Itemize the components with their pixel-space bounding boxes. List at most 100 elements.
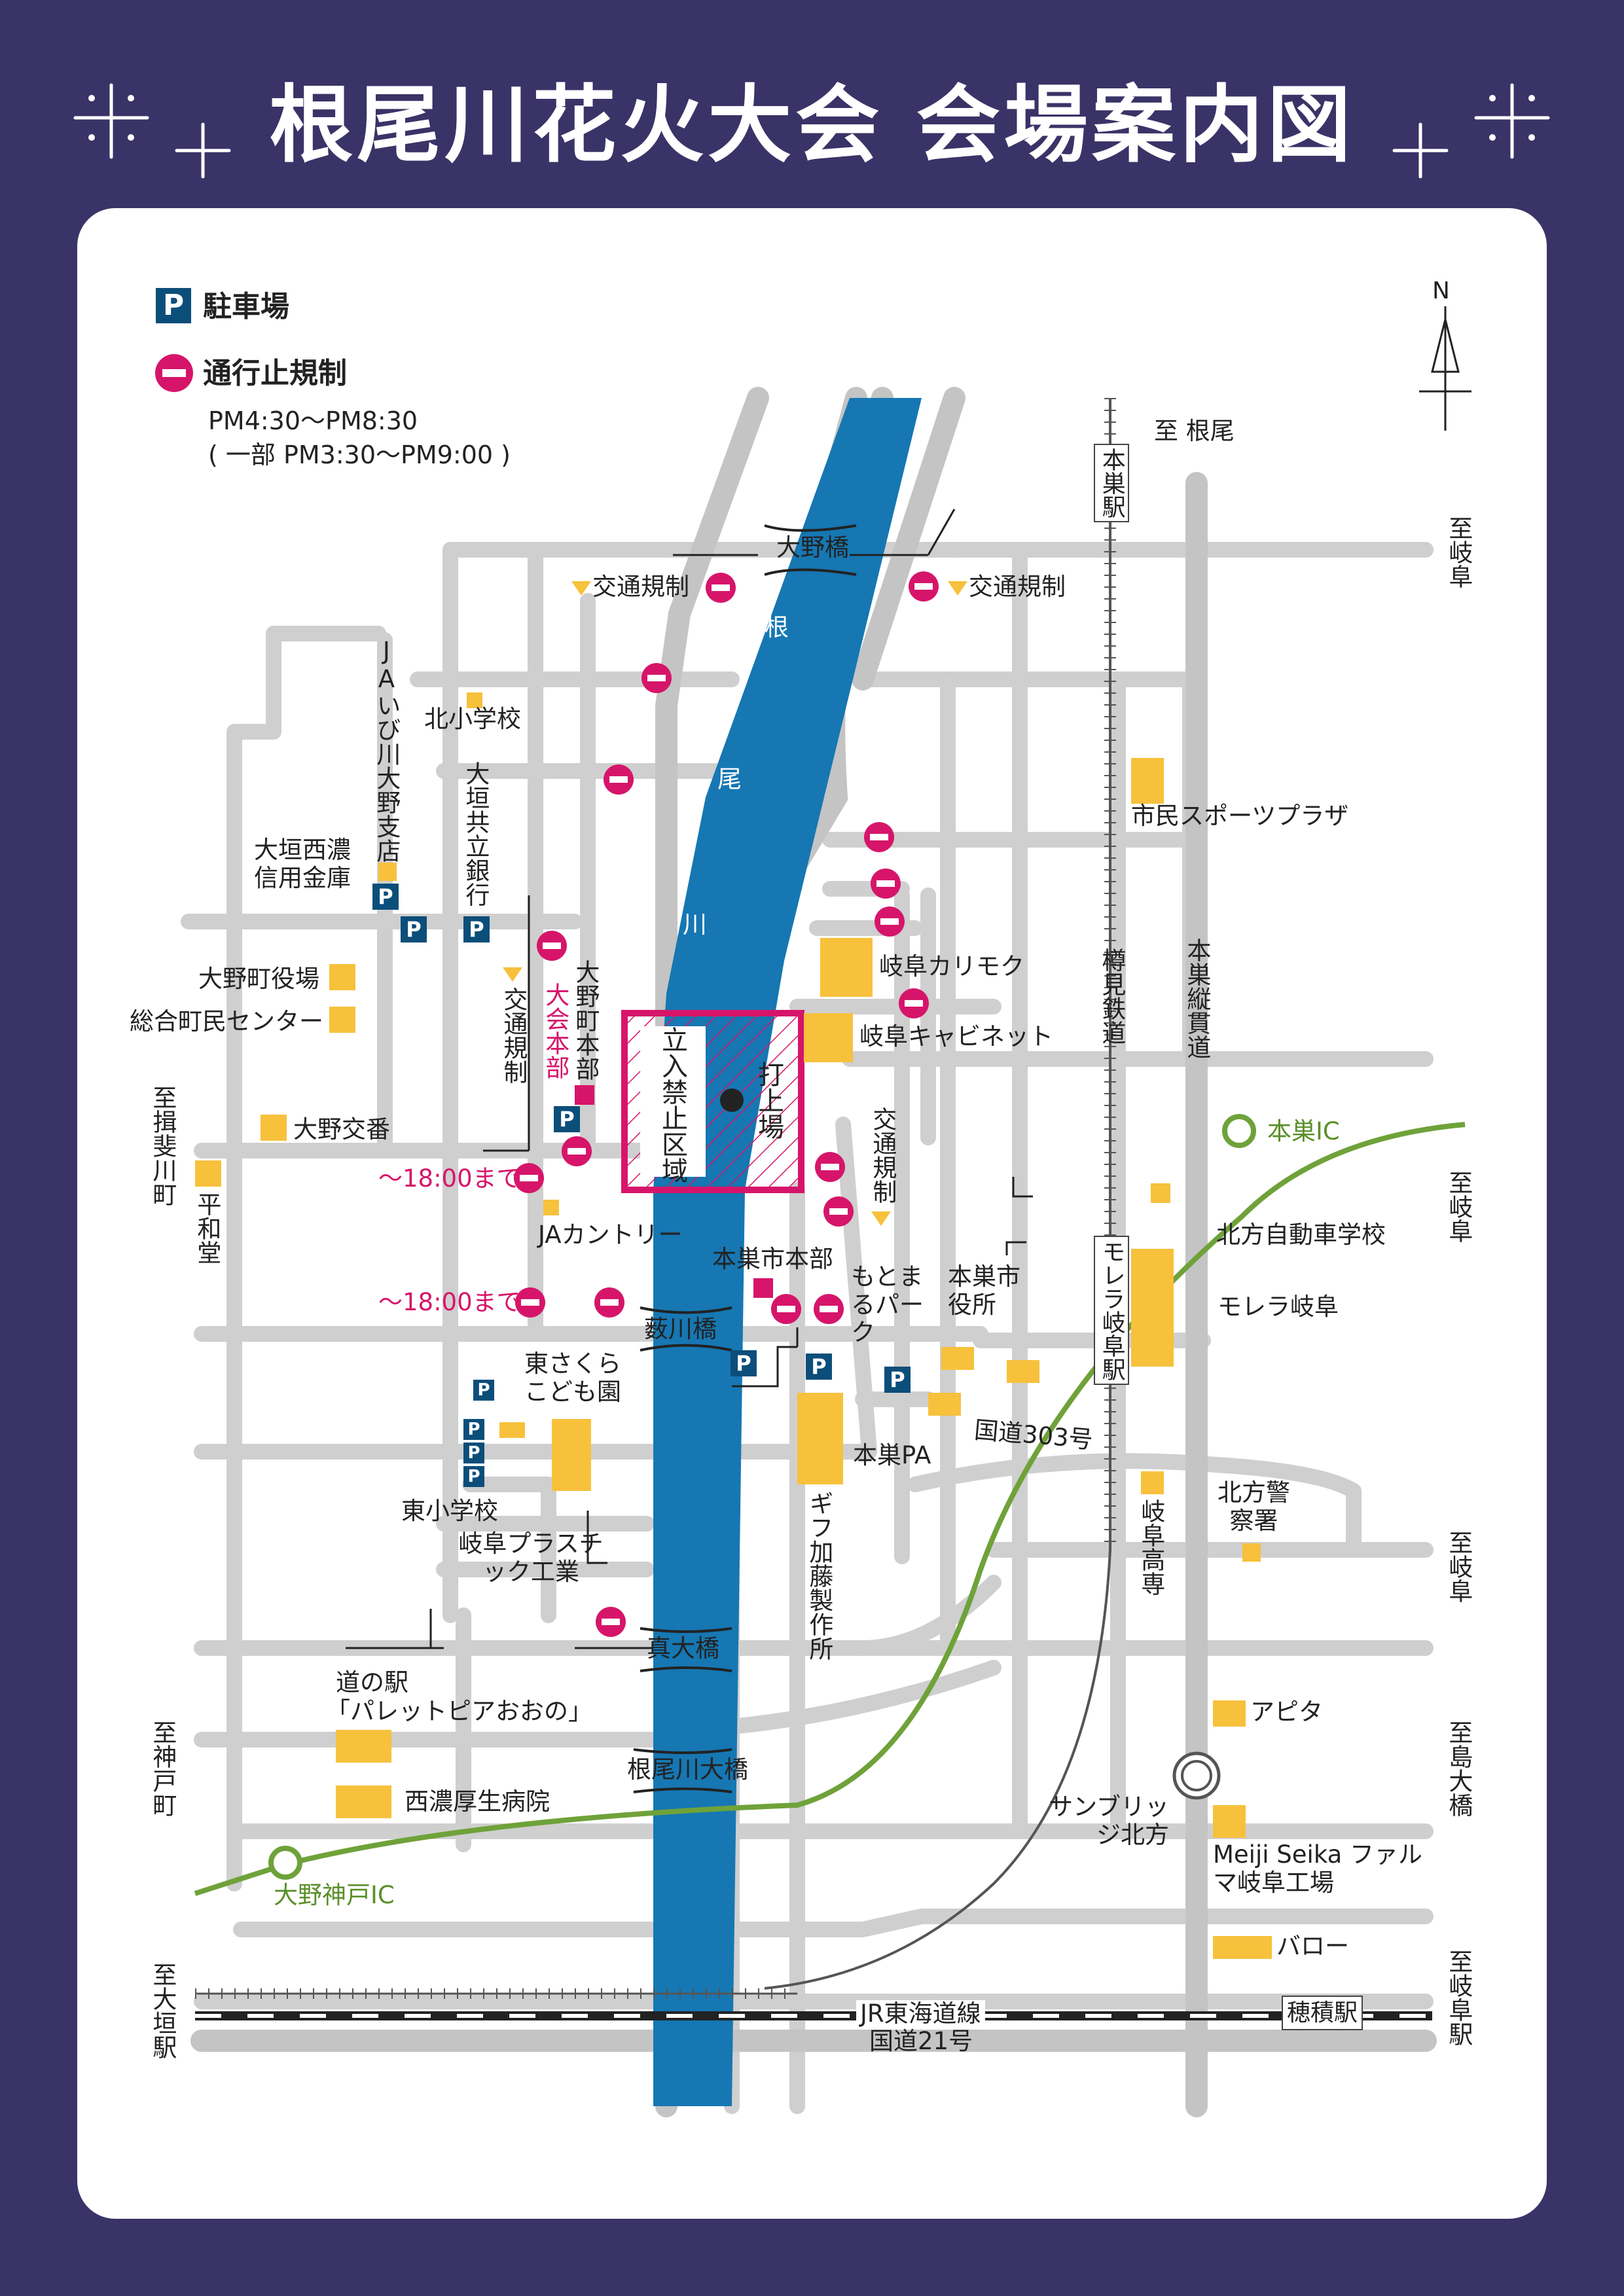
legend-parking-icon: P (156, 288, 191, 323)
place-motomaru: もとまるパーク (851, 1263, 924, 1347)
place-kitakata-driving: 北方自動車学校 (1216, 1221, 1386, 1249)
place-michinoeki-name: 「パレットピアおおの」 (326, 1697, 592, 1725)
place-ja-ibigawa: JAいび川大野支店 (372, 637, 401, 863)
place-motosu-city: 本巣市役所 (948, 1263, 1020, 1319)
place-ohno-yakuba: 大野町役場 (198, 965, 319, 993)
parking-ogaki-kyoritsu: P (463, 916, 490, 942)
station-motosu: 本巣駅 (1094, 444, 1129, 522)
place-karimoku: 岐阜カリモク (879, 952, 1024, 980)
place-ogaki-kyoritsu: 大垣共立銀行 (461, 761, 490, 906)
legend-closure-time-partial: ( 一部 PM3:30～PM9:00 ) (208, 440, 511, 469)
station-hozumi: 穂積駅 (1282, 1996, 1363, 2031)
direction-ibigawa: 至揖斐川町 (148, 1085, 177, 1206)
place-apita: アピタ (1250, 1698, 1323, 1726)
rail-jr: JR東海道線 (856, 2000, 985, 2028)
traffic-reg-center-left: 交通規制 (499, 987, 528, 1084)
direction-gifu-top: 至岐阜 (1444, 516, 1473, 588)
parking-yabukawa: P (731, 1350, 757, 1376)
hq-marker-ohno (575, 1085, 594, 1105)
river-label-1: 根 (765, 613, 789, 641)
place-gifu-kosen: 岐阜高専 (1136, 1499, 1165, 1596)
place-higashi-sakura: 東さくらこども園 (524, 1350, 621, 1406)
parking-ohno-honbu: P (554, 1106, 580, 1132)
sparkle-decoration-right (1392, 83, 1550, 179)
direction-gifu-station: 至岐阜駅 (1444, 1949, 1473, 2046)
parking-higashi-3: P (463, 1466, 484, 1487)
until-18-lower: ～18:00まで (378, 1288, 521, 1316)
place-kita-elem: 北小学校 (424, 705, 521, 733)
place-michinoeki-title: 道の駅 (336, 1668, 408, 1696)
roundabout (1172, 1751, 1221, 1800)
parking-ja: P (372, 884, 399, 910)
place-morera: モレラ岐阜 (1218, 1293, 1339, 1321)
parking-motosu-1: P (806, 1354, 832, 1380)
river-label-3: 川 (683, 910, 707, 939)
bridge-neokawa: 根尾川大橋 (627, 1755, 748, 1784)
place-seino-hospital: 西濃厚生病院 (405, 1787, 550, 1816)
until-18-upper: ～18:00まで (378, 1164, 521, 1193)
place-higashi-elem: 東小学校 (401, 1497, 498, 1525)
traffic-reg-right: 交通規制 (969, 573, 1066, 601)
bridge-ohno: 大野橋 (776, 533, 849, 562)
station-morera: モレラ岐阜駅 (1094, 1236, 1129, 1385)
map-canvas (181, 306, 1471, 2117)
traffic-triangles (503, 581, 967, 1226)
page-title: 根尾川花火大会 会場案内図 (269, 77, 1355, 174)
traffic-reg-center-right: 交通規制 (868, 1107, 897, 1204)
place-gifu-kato: ギフ加藤製作所 (804, 1491, 833, 1660)
no-entry-label: 立入禁止区域 (657, 1026, 687, 1183)
direction-arrows (346, 509, 1033, 1649)
hq-marker-motosu (753, 1278, 773, 1298)
place-cabinet: 岐阜キャビネット (859, 1022, 1053, 1050)
north-arrow (1419, 306, 1471, 431)
closure-markers (514, 571, 939, 1637)
parking-higashi-1: P (463, 1419, 484, 1440)
parking-higashi-2: P (463, 1443, 484, 1463)
place-barrow: バロー (1276, 1932, 1349, 1960)
road-network (181, 475, 1434, 2114)
direction-shimaohashi: 至島大橋 (1444, 1720, 1473, 1817)
ic-marker-motosu (1222, 1114, 1256, 1148)
bridge-yabukawa: 薮川橋 (644, 1315, 717, 1343)
ic-marker-ohno-godo (268, 1846, 302, 1880)
river-label-2: 尾 (717, 765, 742, 793)
place-ohno-honbu: 大野町本部 (571, 960, 600, 1081)
place-sogo: 総合町民センター (130, 1007, 323, 1035)
place-heiwado: 平和堂 (192, 1192, 221, 1265)
bridge-sanoo: 真大橋 (647, 1634, 719, 1662)
map-card: P 駐車場 通行止規制 PM4:30～PM8:30 ( 一部 PM3:30～PM… (77, 208, 1547, 2219)
tarumi-railway (764, 398, 1116, 1990)
road-r21: 国道21号 (869, 2027, 973, 2055)
parking-ja-2: P (401, 916, 427, 942)
direction-ogaki-station: 至大垣駅 (148, 1962, 177, 2059)
rail-tarumi: 樽見鉄道 (1097, 948, 1126, 1045)
north-label: N (1432, 278, 1450, 304)
launch-site-label: 打上場 (753, 1061, 784, 1139)
place-kitakata-police: 北方警察署 (1218, 1479, 1290, 1535)
legend-closure-time: PM4:30～PM8:30 (208, 406, 418, 435)
road-motosu-jukan: 本巣縦貫道 (1182, 938, 1211, 1059)
legend-closure-label: 通行止規制 (203, 357, 347, 390)
ic-motosu: 本巣IC (1267, 1117, 1340, 1145)
place-meiji: Meiji Seika ファルマ岐阜工場 (1213, 1840, 1423, 1897)
building-markers (195, 692, 1272, 1959)
direction-neo: 至 根尾 (1154, 417, 1235, 445)
river (653, 398, 922, 2106)
direction-gifu-low: 至岐阜 (1444, 1530, 1473, 1603)
place-sunbridge: サンブリッジ北方 (1049, 1793, 1169, 1849)
sparkle-decoration-left (73, 83, 231, 179)
place-motosu-honbu: 本巣市本部 (712, 1245, 833, 1273)
place-ohno-koban: 大野交番 (293, 1115, 390, 1143)
bridge-marks (633, 524, 857, 1793)
place-shimin-sports: 市民スポーツプラザ (1131, 802, 1349, 830)
launch-site-marker (720, 1088, 744, 1112)
place-ogaki-seino: 大垣西濃信用金庫 (254, 836, 351, 892)
direction-godo: 至神戸町 (148, 1720, 177, 1817)
ic-ohno-godo: 大野神戸IC (274, 1881, 395, 1909)
place-ja-country: JAカントリー (538, 1221, 683, 1249)
legend-parking-label: 駐車場 (203, 290, 289, 323)
place-gifu-plastic: 岐阜プラスチック工業 (458, 1530, 604, 1586)
place-taikai-honbu: 大会本部 (541, 982, 569, 1079)
direction-gifu-mid: 至岐阜 (1444, 1170, 1473, 1243)
traffic-reg-left: 交通規制 (592, 573, 689, 601)
